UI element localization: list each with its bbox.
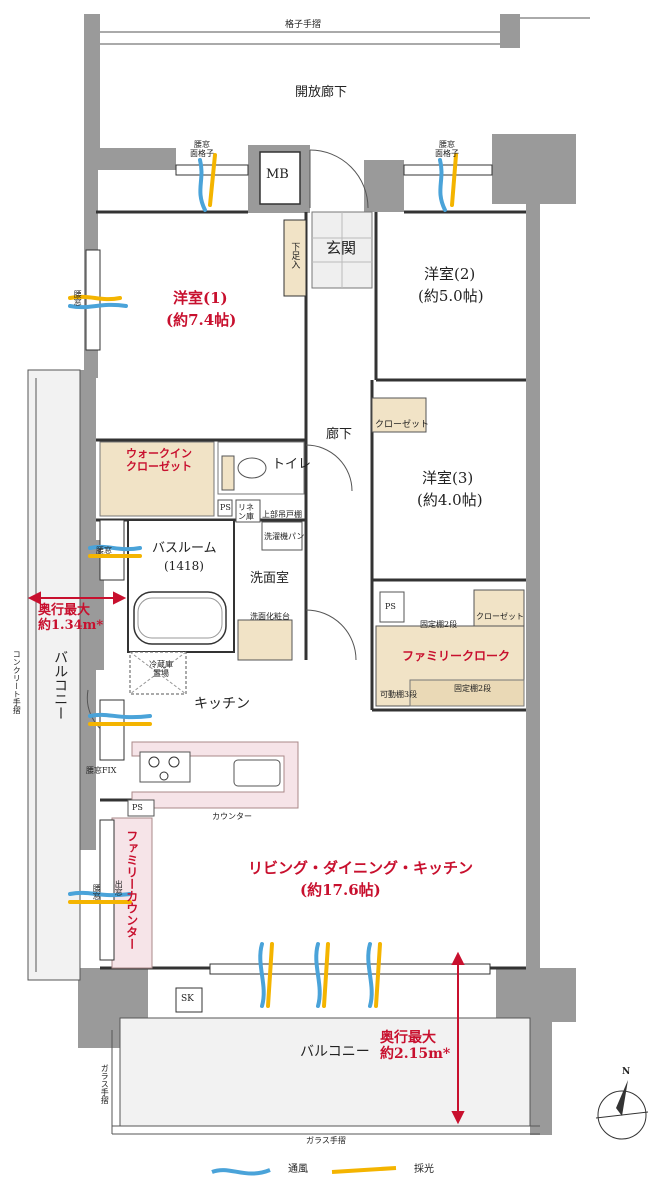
closet-w3 — [473, 589, 525, 627]
fixed-shelf-label-2: 固定棚2段 — [454, 684, 492, 693]
western-room-1-label: 洋室(1) — [173, 289, 228, 307]
ps-label-1: PS — [220, 503, 231, 512]
ventilation-legend-label: 通風 — [288, 1164, 308, 1175]
washer-pan — [261, 521, 303, 551]
shoe-box — [283, 219, 307, 297]
western-room-3-size: (約4.0帖) — [417, 491, 483, 509]
western-room-3-label: 洋室(3) — [422, 469, 474, 487]
ps-label-kitchen: PS — [132, 803, 143, 812]
window-koshi-3-label: 腰窓 — [92, 884, 102, 900]
movable-shelf-label: 可動棚3段 — [380, 690, 418, 699]
entrance-label: 玄関 — [326, 239, 357, 257]
western-room-2-label: 洋室(2) — [424, 265, 476, 283]
western-room-2-size: (約5.0帖) — [418, 287, 484, 305]
ps-box-cloak — [379, 591, 405, 623]
family-counter-label: ファミリーカウンター — [124, 830, 139, 950]
ldk-label: リビング・ダイニング・キッチン — [248, 859, 474, 877]
window-koshi-2-label: 腰窓 — [96, 546, 112, 555]
ventilation-legend-icon — [211, 1168, 271, 1176]
vanity-label: 洗面化粧台 — [250, 612, 290, 621]
upper-cabinet-label: 上部吊戸棚 — [262, 510, 302, 519]
demado-label: 出窓 — [114, 880, 124, 896]
counter-label: カウンター — [212, 812, 252, 821]
left-balcony — [27, 369, 81, 981]
sk-label: SK — [181, 994, 194, 1004]
ps-label-cloak: PS — [385, 602, 396, 611]
hallway-label: 廊下 — [326, 427, 353, 442]
toilet-bowl — [237, 457, 267, 479]
ps-box-kitchen — [127, 799, 155, 817]
bottom-depth-label: 奥行最大 約2.15m* — [380, 1030, 451, 1063]
lighting-legend-icon — [331, 1166, 397, 1174]
closet-w2-label: クローゼット — [375, 420, 430, 430]
linen-box — [235, 499, 261, 523]
stove — [139, 751, 191, 783]
window-lattice-2-label: 腰窓 面格子 — [435, 140, 459, 159]
fixed-shelf-label-1: 固定棚2段 — [420, 620, 458, 629]
bathtub — [133, 591, 227, 645]
corridor-railing — [100, 17, 590, 45]
ps-box-wc — [217, 499, 233, 517]
bathroom-size: (1418) — [164, 559, 204, 573]
window-koshi-1-label: 腰窓 — [73, 290, 83, 306]
airflow-marks — [68, 153, 458, 1008]
fridge-label: 冷蔵庫置場 — [149, 660, 173, 679]
shoe-box-label: 下足入 — [289, 242, 300, 269]
sink — [233, 759, 281, 787]
linen-label: リネン庫 — [238, 503, 254, 522]
kitchen-label: キッチン — [194, 696, 250, 712]
open-corridor-label: 開放廊下 — [295, 85, 348, 100]
concrete-rail-label: コンクリート手摺 — [12, 650, 22, 714]
compass-icon — [595, 1080, 649, 1140]
closet-w2 — [371, 397, 427, 433]
western-room-1-size: (約7.4帖) — [166, 311, 237, 329]
lattice-rail-top-label: 格子手摺 — [285, 20, 322, 30]
walkin-closet-label: ウォークイン クローゼット — [126, 447, 192, 473]
north-label: N — [622, 1067, 631, 1077]
bathroom-label: バスルーム — [152, 541, 217, 556]
glass-rail-left-label: ガラス手摺 — [100, 1064, 110, 1104]
balcony-left-label: バルコニー — [52, 650, 69, 720]
vanity-unit — [237, 619, 293, 661]
glass-rail-bottom-label: ガラス手摺 — [306, 1136, 346, 1145]
lighting-legend-label: 採光 — [414, 1164, 434, 1175]
family-cloak-label: ファミリークローク — [402, 649, 511, 663]
closet-w3-label: クローゼット — [476, 612, 524, 621]
washroom-label: 洗面室 — [250, 571, 290, 586]
window-fix-label: 腰窓FIX — [86, 766, 117, 775]
toilet-label: トイレ — [272, 457, 312, 472]
sk-box — [175, 987, 203, 1013]
washer-pan-label: 洗濯機パン — [264, 532, 305, 541]
balcony-bottom-label: バルコニー — [300, 1044, 370, 1060]
mb-label: MB — [266, 167, 289, 182]
bottom-balcony — [111, 1017, 540, 1135]
left-depth-label: 奥行最大 約1.34m* — [38, 603, 104, 633]
walkin-closet-area — [99, 441, 215, 517]
ldk-size: (約17.6帖) — [300, 881, 381, 899]
dimension-arrows — [27, 591, 465, 1125]
mb-box — [259, 151, 301, 205]
window-lattice-1-label: 腰窓 面格子 — [190, 140, 214, 159]
